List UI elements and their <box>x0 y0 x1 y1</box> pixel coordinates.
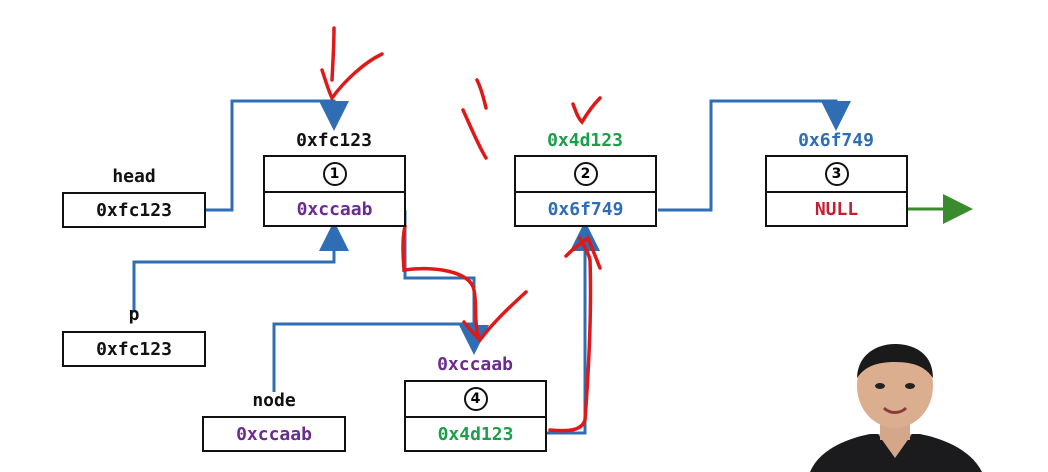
node1: 1 0xccaab <box>263 155 406 227</box>
arrow-node2-to-node3 <box>658 99 851 212</box>
node3-index: 3 <box>824 162 849 186</box>
node2: 2 0x6f749 <box>514 155 657 227</box>
node4: 4 0x4d123 <box>404 380 547 452</box>
presenter-video <box>800 338 990 472</box>
node3-next: NULL <box>814 198 859 220</box>
node4-index-cell: 4 <box>406 382 545 418</box>
node-var-label: node <box>252 390 296 411</box>
p-label: p <box>128 304 140 325</box>
red-trace-2 <box>548 236 593 433</box>
arrow-node4-to-node2 <box>546 221 600 435</box>
node2-index-cell: 2 <box>516 157 655 193</box>
red-trace-1 <box>401 224 480 338</box>
check-mark-top <box>320 52 384 102</box>
node2-index: 2 <box>573 162 598 186</box>
quote-mark-2 <box>461 108 488 160</box>
head-value-box: 0xfc123 <box>62 192 206 228</box>
node1-next: 0xccaab <box>296 198 373 220</box>
arrow-head-to-node1 <box>206 99 349 212</box>
node1-index: 1 <box>322 162 347 186</box>
node1-address: 0xfc123 <box>296 130 372 151</box>
check-mark-small <box>571 96 602 125</box>
node1-index-cell: 1 <box>265 157 404 193</box>
check-mark-mid <box>462 290 528 343</box>
quote-mark-1 <box>475 78 488 110</box>
node4-index: 4 <box>463 387 488 411</box>
node-var-value-box: 0xccaab <box>202 416 346 452</box>
arrow-p-to-node1 <box>132 221 349 312</box>
node2-next: 0x6f749 <box>547 198 624 220</box>
node3-address: 0x6f749 <box>798 130 874 151</box>
node2-address: 0x4d123 <box>547 130 623 151</box>
node4-next: 0x4d123 <box>437 423 514 445</box>
red-annotations <box>320 26 602 433</box>
node4-address: 0xccaab <box>437 354 513 375</box>
red-arrowhead <box>564 235 602 270</box>
node3-index-cell: 3 <box>767 157 906 193</box>
tick-line-top <box>330 26 336 82</box>
p-value-box: 0xfc123 <box>62 331 206 367</box>
node3: 3 NULL <box>765 155 908 227</box>
head-label: head <box>112 166 156 187</box>
